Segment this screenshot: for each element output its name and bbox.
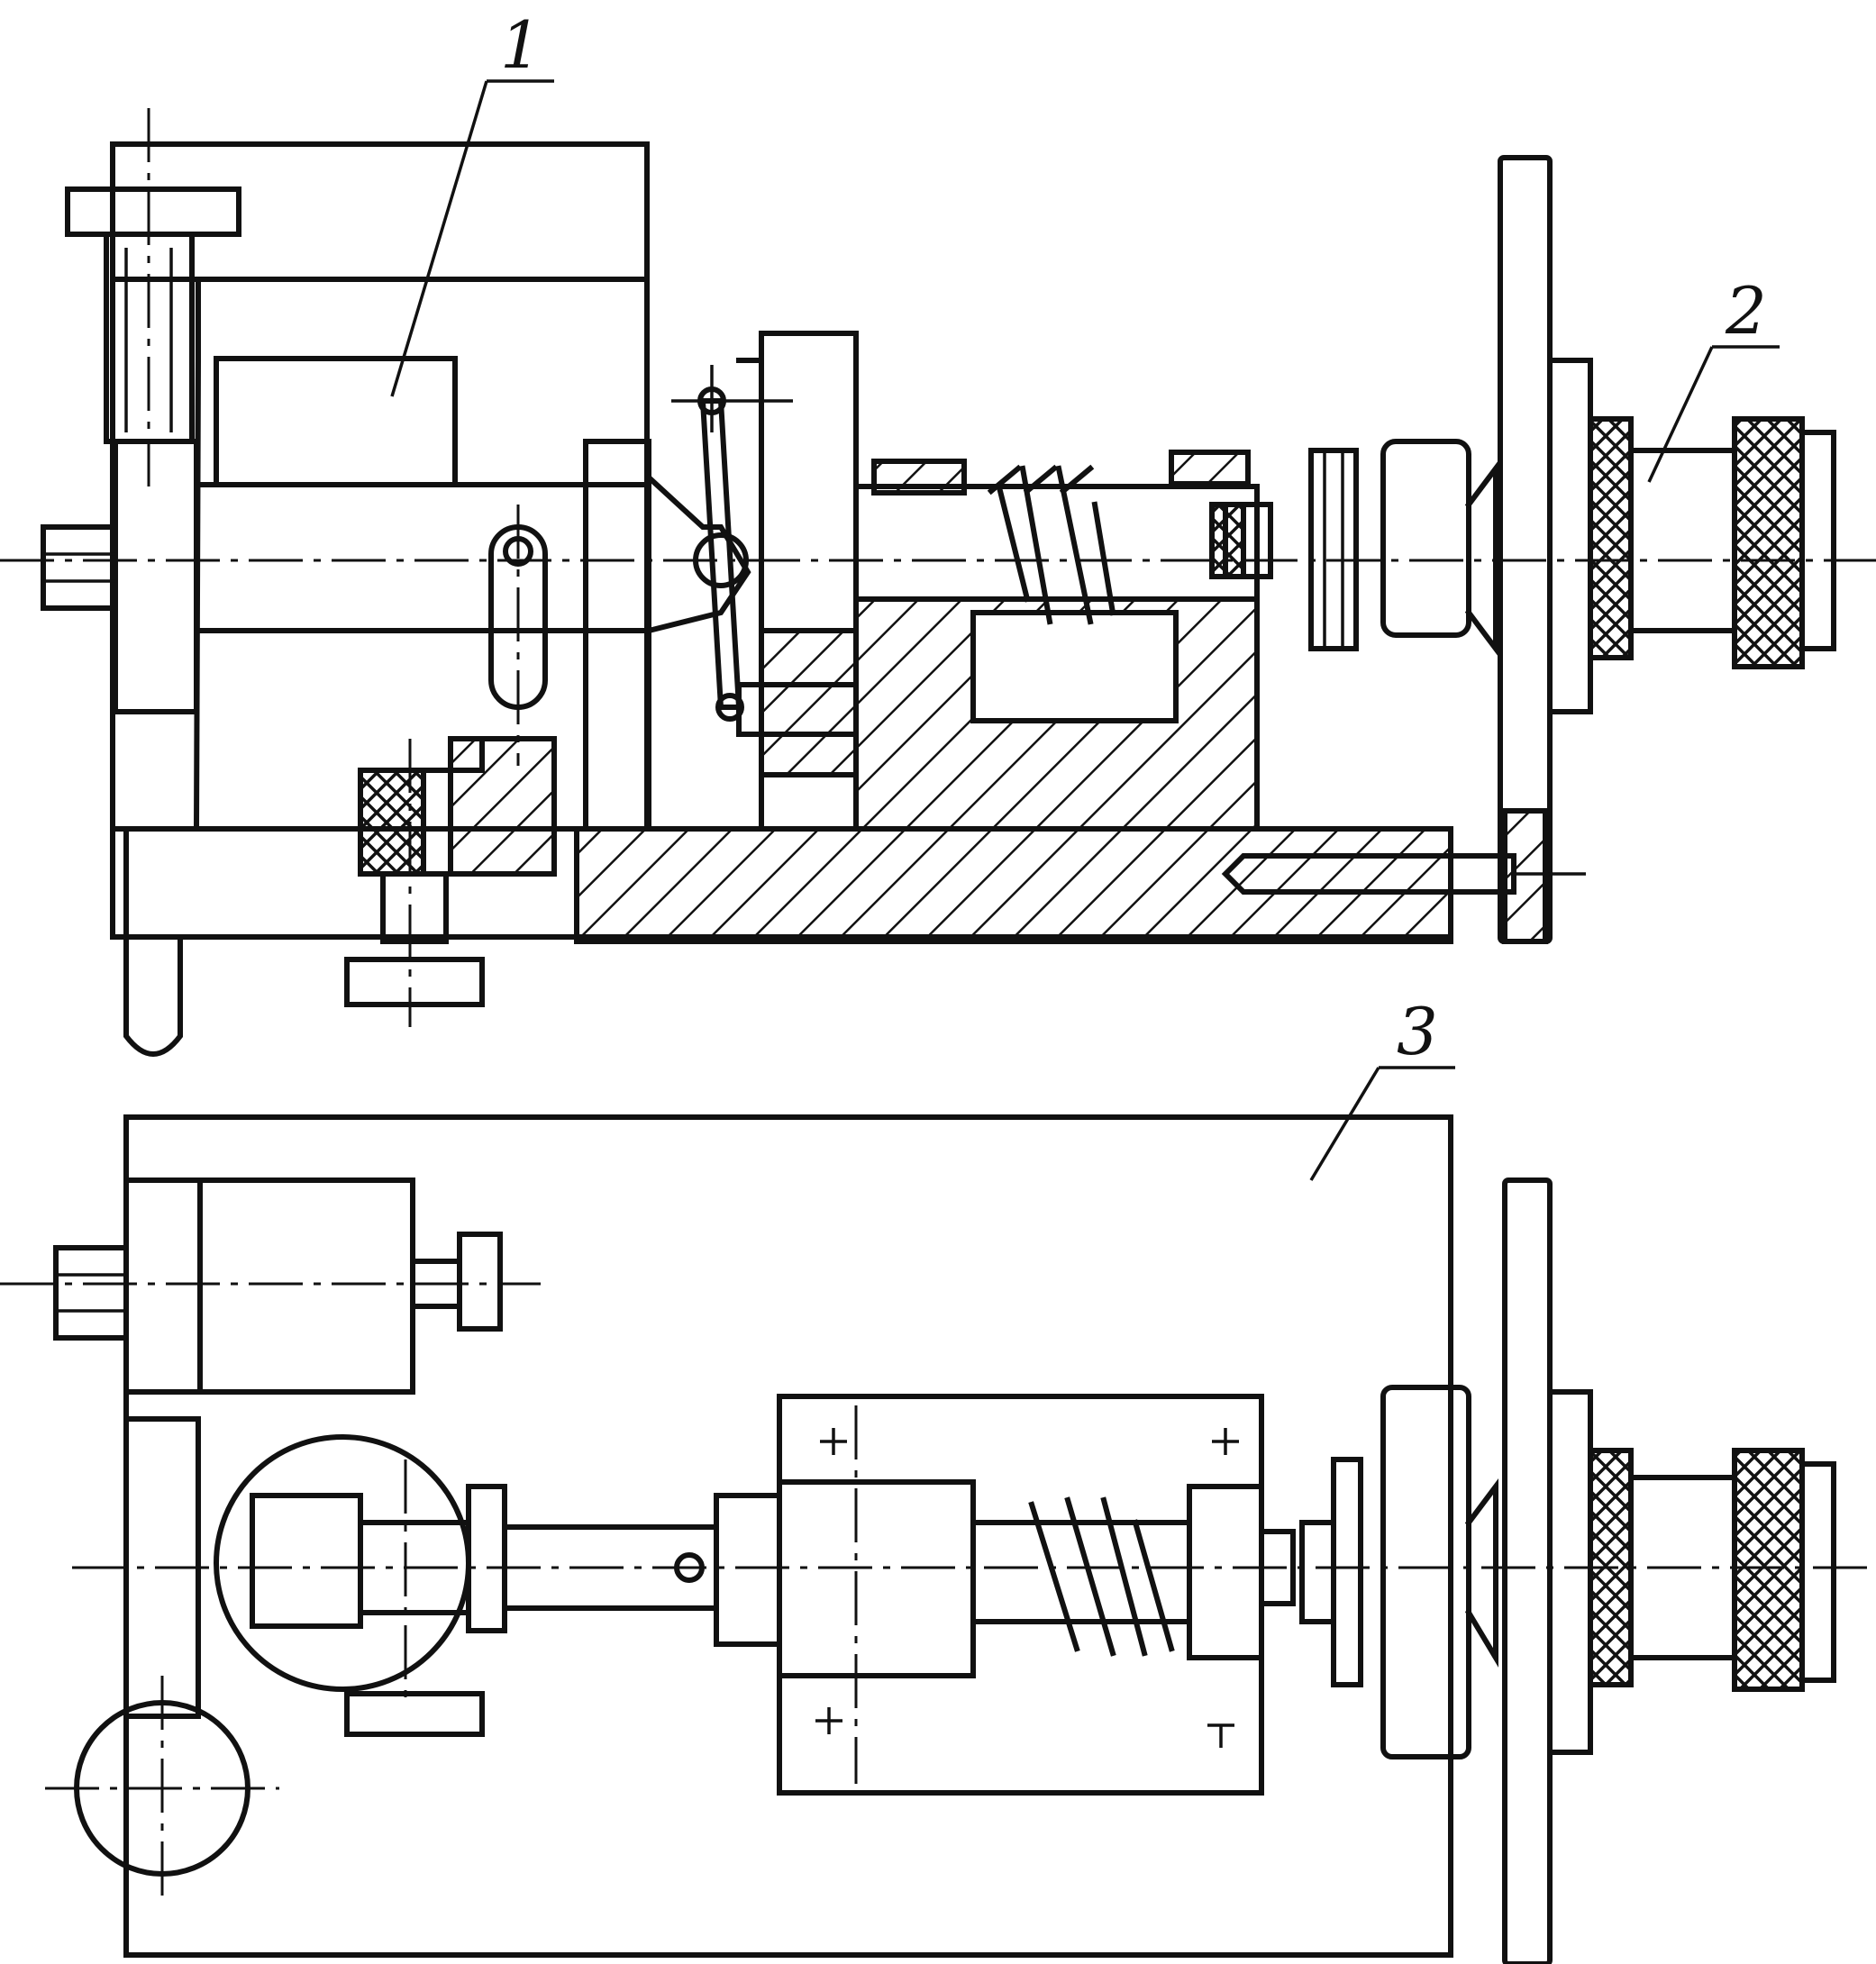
callout-label-1: 1	[500, 7, 542, 83]
callout-3: 3	[1309, 994, 1455, 1181]
guide-column	[583, 439, 651, 832]
ejector-pin	[1221, 853, 1516, 895]
lower-screw-shank	[380, 871, 449, 944]
handwheel-hub-bottom	[1547, 1389, 1593, 1755]
bolt-mark	[815, 1707, 842, 1734]
small-hatched-block	[759, 628, 859, 777]
knurled-collar-bottom	[1588, 1448, 1634, 1687]
pin-collar	[1502, 808, 1548, 944]
bolt-mark	[1212, 1428, 1239, 1455]
left-nut	[41, 524, 118, 611]
main-hatched-block	[853, 596, 1260, 832]
top-view	[0, 108, 1876, 1057]
bolt-mark	[1207, 1723, 1234, 1748]
spring-cap-right	[1169, 450, 1251, 486]
knurled-knob-bottom	[1732, 1448, 1805, 1692]
bottom-stud-head	[457, 1232, 503, 1332]
eccentric-foot	[344, 1691, 485, 1737]
knurled-collar-top	[1588, 416, 1634, 660]
bottom-frame	[123, 1114, 1453, 1958]
callout-label-3: 3	[1397, 994, 1438, 1069]
hub-bottom	[1380, 1385, 1471, 1759]
lever	[699, 398, 742, 710]
clamp-post	[113, 439, 199, 714]
lower-screw-knurl	[358, 768, 426, 877]
support-foot	[123, 934, 183, 1057]
spring-bottom	[1028, 1496, 1175, 1657]
callout-label-2: 2	[1725, 273, 1767, 349]
hub-top	[1380, 439, 1471, 638]
spring-top	[997, 465, 1116, 625]
bolt-mark	[820, 1428, 847, 1455]
lower-hatched-block	[448, 736, 557, 877]
lower-screw-head	[344, 957, 485, 1007]
callout-1: 1	[390, 7, 554, 397]
shaft-sleeve-top	[1628, 448, 1737, 633]
handwheel-rim-bottom	[1502, 1177, 1553, 1964]
base-plate	[574, 826, 1453, 944]
callout-2: 2	[1647, 273, 1780, 483]
clamp-screw-head-top	[65, 186, 241, 237]
bottom-top-block	[123, 1177, 415, 1395]
spring-cap-left	[871, 459, 967, 496]
bottom-washer	[1299, 1520, 1336, 1624]
bottom-view	[0, 1114, 1876, 1964]
knurled-knob-top	[1732, 416, 1805, 669]
washer-stack	[1308, 448, 1359, 651]
handwheel-hub-top	[1547, 358, 1593, 714]
bottom-left-nut	[53, 1245, 129, 1341]
part-1-block	[214, 356, 458, 487]
